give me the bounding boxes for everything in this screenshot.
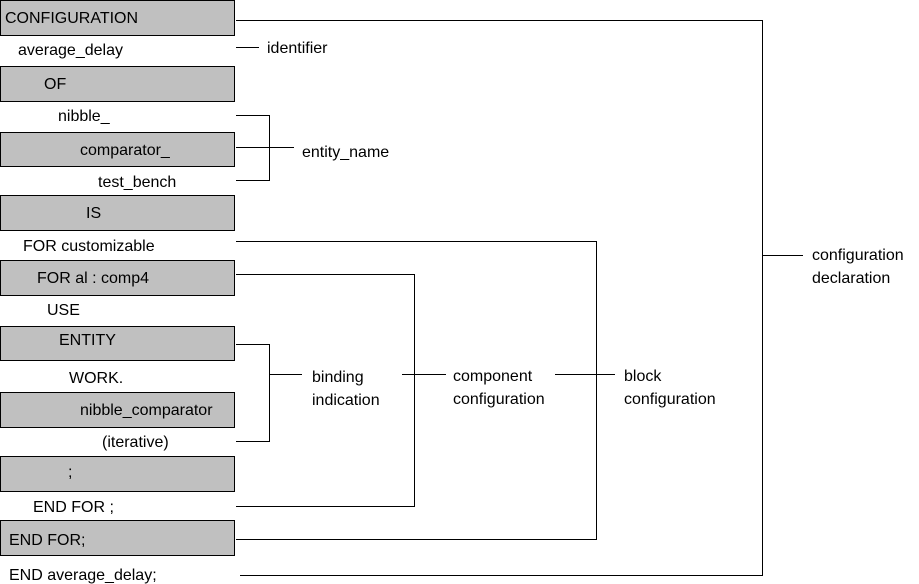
- token-end-for-inner: END FOR ;: [33, 499, 114, 516]
- entity-name-bracket: [236, 115, 294, 181]
- token-entity-keyword: ENTITY: [59, 332, 116, 349]
- token-nibble-comparator: nibble_comparator: [80, 402, 213, 419]
- label-declaration: declaration: [812, 270, 890, 287]
- label-indication: indication: [312, 392, 380, 409]
- token-of-keyword: OF: [44, 76, 66, 93]
- label-binding: binding: [312, 369, 364, 386]
- label-configuration: configuration: [812, 247, 904, 264]
- binding-indication-bracket: [236, 344, 302, 442]
- token-nibble: nibble_: [58, 108, 111, 125]
- token-test-bench: test_bench: [98, 174, 176, 191]
- token-iterative: (iterative): [102, 434, 169, 451]
- configuration-declaration-bracket: [236, 20, 803, 576]
- label-block-configuration: configuration: [624, 391, 716, 408]
- label-component: component: [453, 368, 533, 385]
- of-keyword-box: [0, 66, 235, 102]
- token-is-keyword: IS: [86, 205, 101, 222]
- token-configuration-keyword: CONFIGURATION: [5, 10, 138, 27]
- label-identifier: identifier: [267, 40, 328, 57]
- token-end-for-outer: END FOR;: [9, 532, 85, 549]
- token-work: WORK.: [69, 370, 123, 387]
- configuration-keyword-box: [0, 0, 235, 36]
- semicolon-box: [0, 456, 235, 492]
- block-configuration-bracket: [236, 241, 615, 540]
- token-for-customizable: FOR customizable: [23, 238, 155, 255]
- label-entity-name: entity_name: [302, 144, 389, 161]
- token-semicolon: ;: [68, 464, 72, 481]
- token-for-a1-comp4: FOR al : comp4: [37, 270, 149, 287]
- token-average-delay: average_delay: [18, 42, 123, 59]
- component-configuration-bracket: [236, 274, 446, 507]
- end-for-outer-box: [0, 520, 235, 556]
- is-keyword-box: [0, 195, 235, 231]
- label-component-configuration: configuration: [453, 391, 545, 408]
- nibble-comparator-box: [0, 392, 235, 428]
- entity-keyword-box: [0, 326, 235, 361]
- token-comparator: comparator_: [80, 142, 171, 159]
- token-use-keyword: USE: [47, 302, 80, 319]
- token-end-average-delay: END average_delay;: [9, 567, 157, 584]
- label-block: block: [624, 368, 662, 385]
- comparator-box: [0, 132, 235, 167]
- for-a1-comp4-box: [0, 260, 235, 296]
